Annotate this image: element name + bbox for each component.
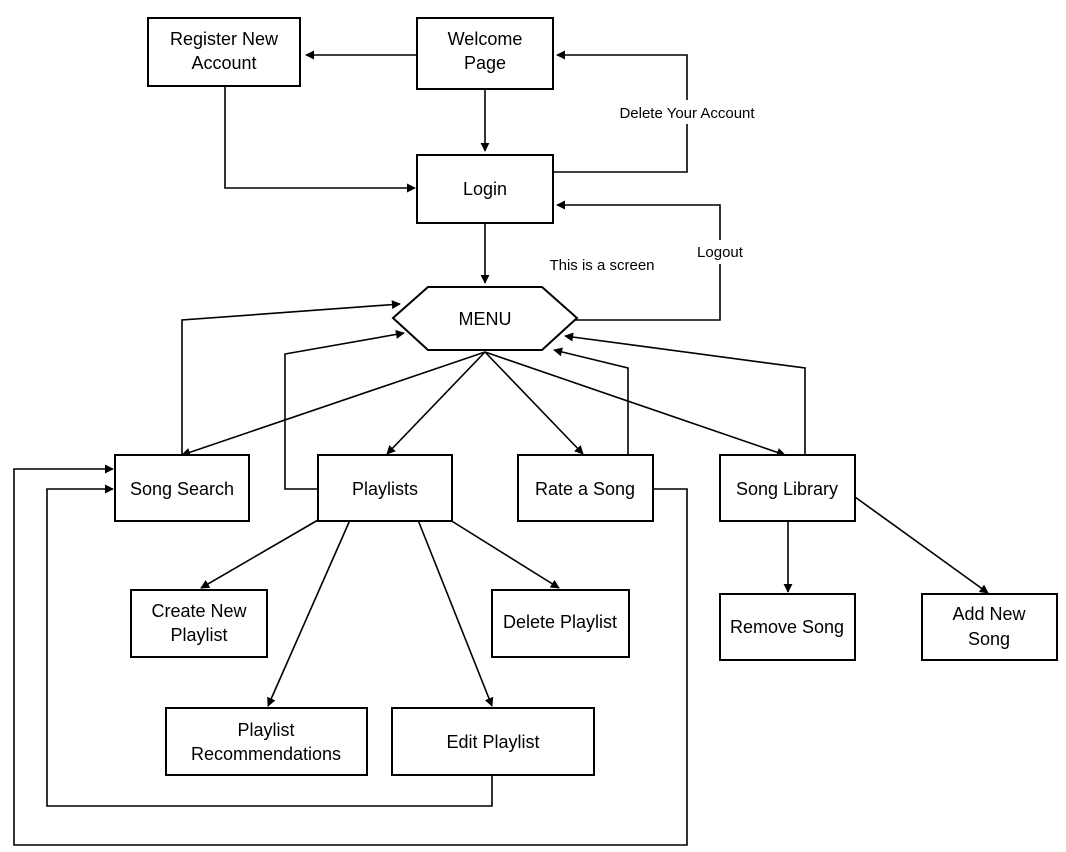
welcome-label-line1: Welcome: [448, 29, 523, 49]
register-label-line1: Register New: [170, 29, 279, 49]
node-song-library[interactable]: Song Library: [719, 454, 856, 522]
welcome-label-line2: Page: [464, 53, 506, 73]
edge-playlists-to-menu: [284, 329, 405, 490]
login-label: Login: [463, 179, 507, 199]
menu-label: MENU: [459, 309, 512, 329]
playlist-recs-label-line1: Playlist: [237, 720, 294, 740]
song-library-label: Song Library: [736, 479, 838, 499]
node-rate-a-song[interactable]: Rate a Song: [517, 454, 654, 522]
edge-label-delete-account: Delete Your Account: [619, 105, 755, 122]
create-playlist-label-line1: Create New: [151, 601, 247, 621]
edge-menu-to-song-search: [181, 351, 486, 457]
create-playlist-label-line2: Playlist: [170, 625, 227, 645]
node-login[interactable]: Login: [416, 154, 554, 224]
node-edit-playlist[interactable]: Edit Playlist: [391, 707, 595, 776]
edge-playlists-to-delete: [449, 519, 560, 589]
delete-playlist-label: Delete Playlist: [503, 612, 617, 632]
edge-song-search-to-menu: [181, 300, 401, 455]
song-search-label: Song Search: [130, 479, 234, 499]
node-create-new-playlist[interactable]: Create New Playlist: [130, 589, 268, 658]
rate-song-label: Rate a Song: [535, 479, 635, 499]
add-song-label-line2: Song: [968, 629, 1010, 649]
node-song-search[interactable]: Song Search: [114, 454, 250, 522]
add-song-label-line1: Add New: [952, 604, 1026, 624]
node-delete-playlist[interactable]: Delete Playlist: [491, 589, 630, 658]
edge-menu-to-song-library: [484, 351, 786, 457]
edge-label-logout: Logout: [697, 244, 744, 261]
screen-note: This is a screen: [549, 257, 654, 274]
node-welcome-page[interactable]: Welcome Page: [416, 17, 554, 90]
edges: [13, 50, 989, 846]
edge-playlists-to-create: [200, 519, 319, 589]
edge-library-to-add: [854, 496, 989, 594]
edge-label-logout-group: Logout: [688, 240, 752, 264]
node-register-new-account[interactable]: Register New Account: [147, 17, 301, 87]
edge-playlists-to-edit: [417, 519, 494, 707]
edit-playlist-label: Edit Playlist: [446, 732, 539, 752]
edge-rate-to-song-search: [13, 464, 688, 846]
edge-edit-to-song-search: [46, 484, 493, 807]
node-playlist-recommendations[interactable]: Playlist Recommendations: [165, 707, 368, 776]
playlists-label: Playlists: [352, 479, 418, 499]
remove-song-label: Remove Song: [730, 617, 844, 637]
node-menu[interactable]: MENU: [391, 286, 579, 351]
edge-register-to-login: [224, 86, 416, 193]
playlist-recs-label-line2: Recommendations: [191, 744, 341, 764]
node-playlists[interactable]: Playlists: [317, 454, 453, 522]
edge-playlists-to-recs: [267, 519, 351, 707]
node-remove-song[interactable]: Remove Song: [719, 593, 856, 661]
edge-label-delete-account-group: Delete Your Account: [598, 100, 774, 124]
edge-rate-song-to-menu: [553, 347, 629, 455]
edge-song-library-to-menu: [564, 332, 806, 455]
edge-menu-to-playlists: [386, 351, 486, 455]
node-add-new-song[interactable]: Add New Song: [921, 593, 1058, 661]
edge-menu-to-rate-song: [484, 351, 584, 455]
register-label-line2: Account: [191, 53, 256, 73]
